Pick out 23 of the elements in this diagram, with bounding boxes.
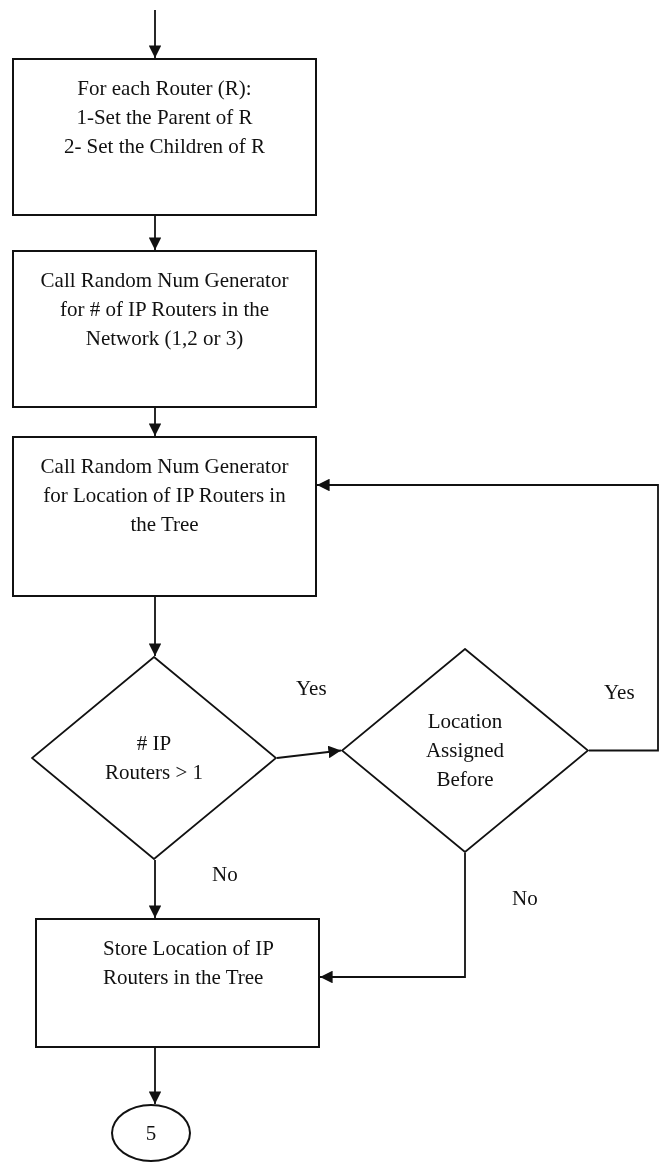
arrow xyxy=(148,596,162,657)
process-box xyxy=(12,250,317,408)
node-text: For each Router (R): xyxy=(77,75,252,102)
node-text: 5 xyxy=(145,1119,157,1147)
node-text: # IP Routers > 1 xyxy=(104,730,204,786)
arrow xyxy=(319,852,466,984)
process-box xyxy=(12,436,317,597)
node-text: Call Random Num Generator for # of IP Routers in the Network (1,2 or 3) xyxy=(39,267,290,352)
node-text: Store Location of IP Routers in the Tree xyxy=(103,935,275,991)
node-text: Call Random Num Generator for Location of IP Routers in the Tree xyxy=(39,453,290,538)
connector-circle xyxy=(111,1104,191,1162)
arrow xyxy=(316,478,659,752)
arrow xyxy=(148,215,162,251)
node-text: 1-Set the Parent of R xyxy=(76,104,253,131)
arrow xyxy=(276,745,342,759)
process-box xyxy=(35,918,320,1048)
arrow xyxy=(148,1047,162,1105)
arrow xyxy=(148,407,162,437)
arrow xyxy=(148,859,162,919)
arrow xyxy=(148,9,162,59)
node-text: 2- Set the Children of R xyxy=(63,133,266,160)
process-box xyxy=(12,58,317,216)
node-text: Location Assigned Before xyxy=(424,708,506,793)
